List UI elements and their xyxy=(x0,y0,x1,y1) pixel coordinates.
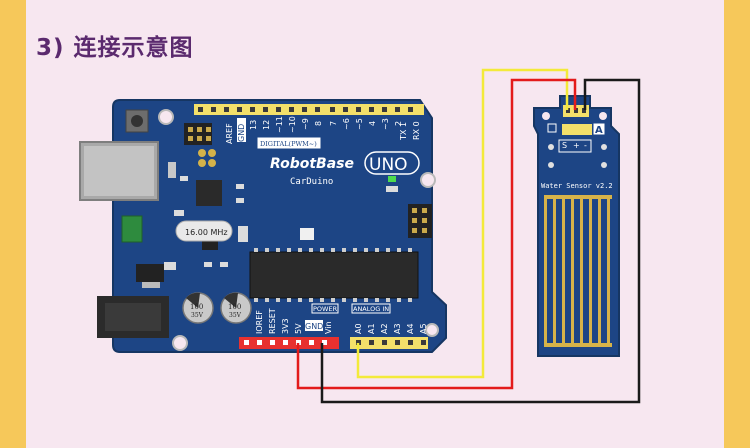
pin-label-vin: Vin xyxy=(324,321,333,334)
pin-label-8: 8 xyxy=(314,121,323,126)
pin-label-2: 2 xyxy=(394,121,403,126)
pin-label-3v3: 3V3 xyxy=(281,318,290,334)
pin-label-3: ~3 xyxy=(381,118,390,130)
sensor-letter: A xyxy=(595,125,603,136)
pin-label-ioref: IOREF xyxy=(255,310,264,334)
left-accent-bar xyxy=(0,0,26,448)
ground-wire xyxy=(320,78,641,404)
capacitor-right-value: 100 xyxy=(228,303,241,311)
board-model: CarDuino xyxy=(290,177,333,187)
water-sensor: A S + - Water Sensor v2.2 xyxy=(533,95,620,357)
pin-label-a2: A2 xyxy=(380,323,389,334)
pin-label-5v: 5V xyxy=(294,323,303,334)
pin-label-a5: A5 xyxy=(419,323,428,334)
digital-header xyxy=(194,104,324,115)
pin-label-a0: A0 xyxy=(354,323,363,334)
pin-label-7: 7 xyxy=(329,121,338,126)
pin-label-10: ~10 xyxy=(288,116,297,133)
pin-label-12: 12 xyxy=(262,120,271,130)
sensor-pin-minus: - xyxy=(584,141,587,150)
board-brand: RobotBase xyxy=(270,156,354,172)
arduino-board: AREF GND 13 12 ~11 ~10 ~9 8 7 ~6 ~5 4 ~3… xyxy=(79,99,447,353)
analog-header xyxy=(350,337,428,349)
sensor-traces xyxy=(544,195,612,347)
analog-label: ANALOG IN xyxy=(353,305,389,313)
pin-label-5: ~5 xyxy=(355,118,364,130)
digital-label: DIGITAL(PWM~) xyxy=(260,140,317,148)
pin-label-11: ~11 xyxy=(275,116,284,133)
pin-label-4: 4 xyxy=(368,121,377,126)
pin-label-gnd-power: GND xyxy=(305,322,323,331)
microcontroller-chip xyxy=(249,251,419,299)
sensor-pin-plus: + xyxy=(573,141,580,150)
pin-label-a3: A3 xyxy=(393,323,402,334)
crystal-label: 16.00 MHz xyxy=(185,228,228,237)
right-accent-bar xyxy=(724,0,750,448)
pin-label-reset: RESET xyxy=(268,308,277,334)
pin-label-rx: RX 0 xyxy=(412,121,421,140)
pin-label-aref: AREF xyxy=(225,123,234,144)
capacitor-left-voltage: 35V xyxy=(191,312,204,319)
pin-label-a1: A1 xyxy=(367,323,376,334)
power-label: POWER xyxy=(313,305,338,313)
pin-label-tx: TX 1 xyxy=(399,122,408,141)
crystal-oscillator xyxy=(175,220,233,242)
pin-label-gnd-top: GND xyxy=(237,124,246,142)
sensor-title: Water Sensor v2.2 xyxy=(541,182,613,190)
capacitor-left-value: 100 xyxy=(190,303,203,311)
pin-label-a4: A4 xyxy=(406,323,415,334)
pin-label-13: 13 xyxy=(249,120,258,130)
sensor-pin-s: S xyxy=(562,141,567,150)
capacitor-right: 100 35V xyxy=(220,292,252,324)
pin-label-6: ~6 xyxy=(342,118,351,130)
signal-wire xyxy=(356,68,569,379)
board-badge: UNO xyxy=(369,155,408,175)
capacitor-left: 100 35V xyxy=(182,292,214,324)
capacitor-right-voltage: 35V xyxy=(229,312,242,319)
pin-label-9: ~9 xyxy=(301,118,310,130)
page-title: 3) 连接示意图 xyxy=(36,35,194,61)
power-wire xyxy=(296,78,577,390)
